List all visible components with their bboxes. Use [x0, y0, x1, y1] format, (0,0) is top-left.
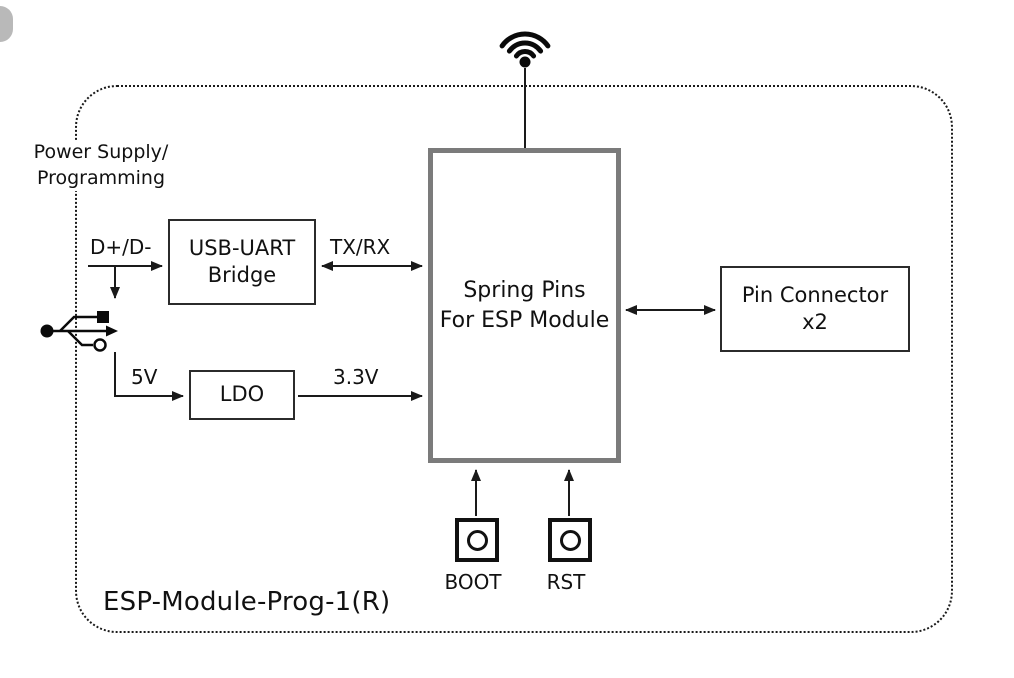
spring-pins-line2: For ESP Module	[439, 307, 610, 333]
usb-connector-icon	[40, 311, 118, 352]
ldo-block: LDO	[189, 370, 295, 420]
pin-connector-line2: x2	[802, 310, 828, 334]
power-supply-line1: Power Supply/	[33, 141, 169, 163]
usb-uart-bridge-line2: Bridge	[207, 263, 277, 287]
data-signal-label: D+/D-	[90, 235, 152, 259]
usb-data-wire	[88, 261, 163, 299]
5v-signal-label: 5V	[131, 365, 158, 389]
spring-pins-block: Spring Pins For ESP Module	[428, 148, 621, 463]
boot-label: BOOT	[444, 570, 502, 594]
usb-uart-bridge-line1: USB-UART	[188, 235, 296, 260]
usb-5v-wire	[114, 352, 184, 401]
ldo-label: LDO	[219, 382, 265, 407]
boot-pushbutton-icon	[455, 518, 499, 562]
board-outline	[75, 85, 953, 633]
pin-connector-block: Pin Connector x2	[720, 266, 910, 352]
usb-uart-bridge-block: USB-UART Bridge	[168, 219, 316, 305]
screen-edge-artifact	[0, 6, 13, 42]
pin-connector-line1: Pin Connector	[741, 282, 889, 307]
rst-pushbutton-dot	[559, 529, 581, 551]
boot-pushbutton-dot	[466, 529, 488, 551]
spring-pins-line1: Spring Pins	[463, 277, 586, 303]
rst-pushbutton-icon	[548, 518, 592, 562]
power-supply-label: Power Supply/ Programming	[20, 140, 182, 192]
board-name-label: ESP-Module-Prog-1(R)	[103, 587, 391, 617]
33v-signal-label: 3.3V	[333, 365, 379, 389]
rst-label: RST	[546, 570, 586, 594]
power-supply-line2: Programming	[36, 166, 166, 189]
txrx-signal-label: TX/RX	[330, 235, 391, 259]
wifi-antenna-icon	[499, 31, 551, 68]
